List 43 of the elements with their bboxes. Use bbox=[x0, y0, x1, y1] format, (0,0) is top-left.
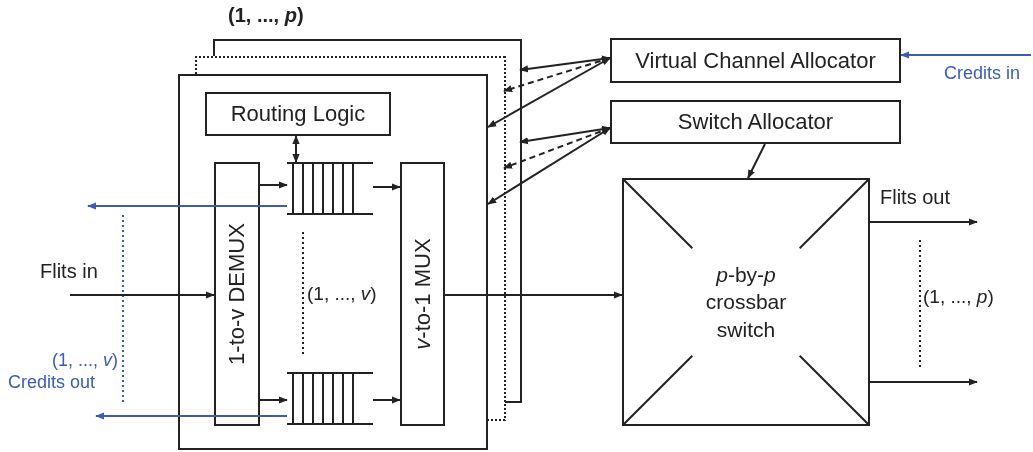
node-label: v-to-1 MUX bbox=[410, 238, 435, 350]
vc-range-label: (1, ..., v) bbox=[52, 350, 118, 371]
arrow bbox=[487, 127, 611, 205]
port-range-label: (1, ..., p) bbox=[228, 4, 304, 27]
router-frame-edge bbox=[504, 56, 506, 421]
arrow bbox=[87, 202, 288, 210]
credits-out-label: Credits out bbox=[8, 372, 96, 393]
arrow bbox=[487, 57, 611, 128]
allocator-box bbox=[610, 100, 901, 144]
node-label: p-by-p crossbar switch bbox=[704, 262, 788, 343]
node-label: 1-to-v DEMUX bbox=[224, 223, 250, 365]
flits-in-label: Flits in bbox=[40, 260, 98, 283]
allocator-box bbox=[610, 38, 901, 83]
credits-in-label: Credits in bbox=[944, 63, 1021, 84]
buffer-queue bbox=[287, 372, 373, 425]
arrow bbox=[444, 291, 623, 299]
port-range-label: (1, ..., p) bbox=[923, 286, 994, 308]
node-label: Switch Allocator bbox=[677, 109, 834, 135]
arrow bbox=[747, 143, 766, 179]
arrow bbox=[503, 127, 611, 169]
arrow bbox=[900, 51, 1032, 59]
vc-range-label: (1, ..., v) bbox=[307, 283, 377, 305]
arrow bbox=[372, 183, 401, 191]
routing-logic-box bbox=[205, 92, 391, 136]
demux-box bbox=[214, 162, 260, 426]
arrow bbox=[69, 291, 215, 299]
mux-box bbox=[400, 162, 445, 426]
node-label: Routing Logic bbox=[230, 101, 366, 127]
arrow bbox=[259, 181, 288, 189]
arrow bbox=[292, 135, 300, 163]
node-label: Virtual Channel Allocator bbox=[635, 48, 876, 73]
arrow bbox=[519, 125, 611, 145]
arrow bbox=[372, 396, 401, 404]
arrow bbox=[869, 378, 978, 386]
crossbar-switch-box bbox=[622, 178, 870, 426]
arrow bbox=[95, 412, 288, 420]
arrow bbox=[503, 56, 611, 93]
flits-out-label: Flits out bbox=[880, 186, 951, 209]
buffer-queue bbox=[287, 162, 373, 215]
router-frame bbox=[178, 74, 488, 450]
arrow bbox=[259, 396, 288, 404]
arrow bbox=[869, 218, 978, 226]
router-frame-edge bbox=[520, 39, 522, 403]
